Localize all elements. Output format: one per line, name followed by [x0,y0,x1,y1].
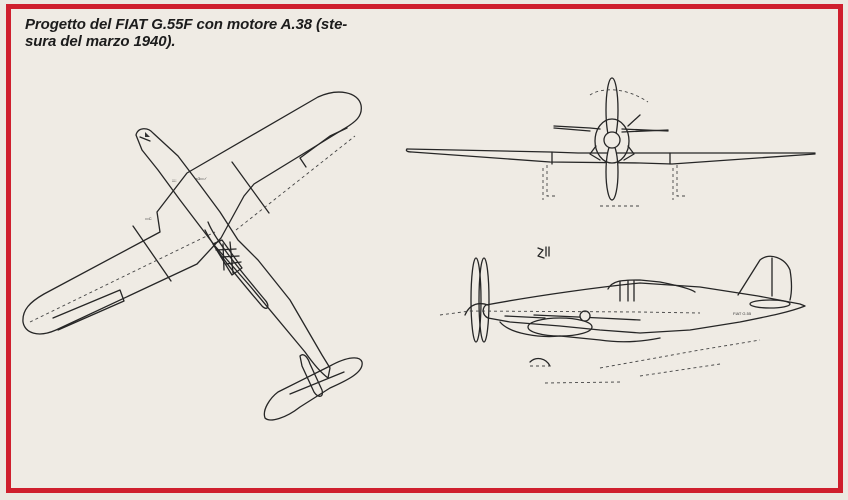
plan-view-tailplane [263,354,363,421]
figure-caption: Progetto del FIAT G.55F con motore A.38 … [25,16,375,50]
plan-view-wing: ɛ3▭✓ ▭C [22,91,362,335]
svg-text:ɛ3▭✓: ɛ3▭✓ [196,176,207,181]
front-view-landing-gear [542,165,686,207]
fuselage-marking: FIAT G.55 [733,311,752,316]
caption-line-2: sura del marzo 1940). [25,33,176,50]
side-view-annotations [529,246,761,384]
front-view-propeller-and-cowling [589,77,649,201]
svg-text:⁞⁞⁞⁞: ⁞⁞⁞⁞ [172,178,176,183]
svg-text:▭C: ▭C [145,216,152,221]
side-view-propeller [439,257,490,343]
red-frame-border [6,4,843,493]
caption-line-1: Progetto del FIAT G.55F con motore A.38 … [25,16,348,33]
plan-view-fuselage: ⁞⁞⁞⁞ [135,128,331,379]
side-view-fuselage: FIAT G.55 [469,255,806,343]
